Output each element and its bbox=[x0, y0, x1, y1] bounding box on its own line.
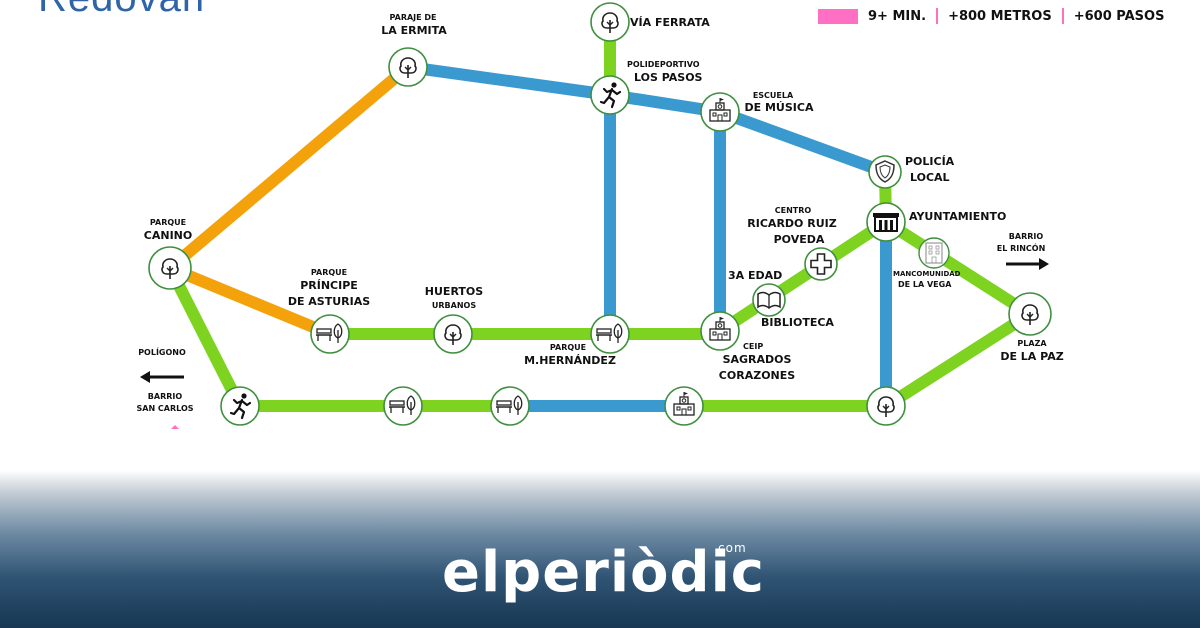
stop-huertos-urbanos[interactable] bbox=[433, 314, 473, 354]
brand-logo: elperiòdic bbox=[442, 540, 766, 605]
route-segments bbox=[164, 22, 1034, 412]
pink-marker-icon bbox=[171, 425, 179, 429]
label-centro-3: POVEDA bbox=[773, 233, 825, 246]
stop-nodes bbox=[148, 2, 1052, 426]
stop-parque-hernandez[interactable] bbox=[590, 314, 630, 354]
footer-banner bbox=[0, 470, 1200, 628]
stop-school-south[interactable] bbox=[664, 386, 704, 426]
stop-centro-ricardo-ruiz[interactable] bbox=[804, 247, 838, 281]
segment-orange bbox=[167, 262, 333, 340]
label-via-ferrata: VÍA FERRATA bbox=[630, 16, 710, 29]
stop-parque-canino[interactable] bbox=[148, 246, 192, 290]
stop-principe-asturias[interactable] bbox=[310, 314, 350, 354]
stop-policia-local[interactable] bbox=[868, 155, 902, 189]
page-title: Redován bbox=[38, 0, 205, 21]
label-poli-1: POLIDEPORTIVO bbox=[627, 60, 700, 69]
label-policia-1: POLICÍA bbox=[905, 155, 955, 168]
label-rincon-2: EL RINCÓN bbox=[996, 244, 1046, 253]
label-ceip-2: SAGRADOS bbox=[722, 353, 792, 366]
label-rincon-1: BARRIO bbox=[1008, 232, 1044, 241]
legend-separator bbox=[1061, 8, 1064, 24]
stop-escuela-musica[interactable] bbox=[700, 92, 740, 132]
label-poli-2: LOS PASOS bbox=[634, 71, 703, 84]
label-escuela-1: ESCUELA bbox=[752, 91, 794, 100]
label-huertos-2: URBANOS bbox=[431, 301, 477, 310]
label-sancarlos-1: BARRIO bbox=[147, 392, 183, 401]
label-principe-1: PARQUE bbox=[310, 268, 348, 277]
label-hernandez-1: PARQUE bbox=[549, 343, 587, 352]
stop-runner-south[interactable] bbox=[220, 386, 260, 426]
stop-polideportivo[interactable] bbox=[590, 75, 630, 115]
label-canino-1: PARQUE bbox=[149, 218, 187, 227]
stop-biblioteca[interactable] bbox=[752, 283, 786, 317]
label-canino-2: CANINO bbox=[143, 229, 193, 242]
label-paraje-2: LA ERMITA bbox=[381, 24, 447, 37]
label-principe-3: DE ASTURIAS bbox=[287, 295, 371, 308]
label-ceip-1: CEIP bbox=[743, 342, 764, 351]
legend-separator bbox=[936, 8, 939, 24]
stop-ceip-sagrados[interactable] bbox=[700, 311, 740, 351]
label-sancarlos-2: SAN CARLOS bbox=[136, 404, 194, 413]
label-plaza-2: DE LA PAZ bbox=[1000, 350, 1064, 363]
segment-green bbox=[716, 216, 890, 337]
label-ayuntamiento: AYUNTAMIENTO bbox=[909, 210, 1007, 223]
label-centro-2: RICARDO RUIZ bbox=[747, 217, 837, 230]
stop-bench-south-1[interactable] bbox=[383, 386, 423, 426]
stop-ayuntamiento[interactable] bbox=[866, 202, 906, 242]
legend-steps: +600 PASOS bbox=[1073, 8, 1165, 24]
stop-via-ferrata[interactable] bbox=[590, 2, 630, 42]
label-mancomunidad-2: DE LA VEGA bbox=[898, 280, 952, 289]
legend-swatch bbox=[818, 8, 858, 24]
stop-tree-south[interactable] bbox=[866, 386, 906, 426]
label-mancomunidad-1: MANCOMUNIDAD bbox=[893, 270, 961, 278]
segment-blue bbox=[407, 61, 611, 101]
label-plaza-1: PLAZA bbox=[1017, 339, 1047, 348]
label-huertos-1: HUERTOS bbox=[424, 285, 484, 298]
stop-mancomunidad[interactable] bbox=[918, 237, 950, 269]
label-poligono: POLÍGONO bbox=[138, 348, 186, 357]
label-ceip-3: CORAZONES bbox=[718, 369, 796, 382]
stop-paraje-ermita[interactable] bbox=[388, 47, 428, 87]
segment-blue bbox=[717, 106, 888, 178]
legend-distance: +800 METROS bbox=[948, 8, 1052, 24]
label-biblioteca: BIBLIOTECA bbox=[761, 316, 834, 329]
label-policia-2: LOCAL bbox=[910, 171, 950, 184]
label-principe-2: PRÍNCIPE bbox=[300, 279, 358, 292]
arrow-left-icon bbox=[140, 371, 184, 383]
route-map bbox=[140, 2, 1052, 429]
segment-green bbox=[882, 216, 1034, 320]
segment-green bbox=[164, 265, 246, 409]
label-centro-1: CENTRO bbox=[774, 206, 812, 215]
label-paraje-1: PARAJE DE bbox=[389, 13, 437, 22]
stop-bench-south-2[interactable] bbox=[490, 386, 530, 426]
legend-time: 9+ MIN. bbox=[868, 8, 927, 24]
stop-plaza-paz[interactable] bbox=[1008, 292, 1052, 336]
segment-orange bbox=[166, 62, 412, 273]
legend: 9+ MIN. +800 METROS +600 PASOS bbox=[818, 6, 1164, 26]
label-tercera-edad: 3A EDAD bbox=[728, 269, 783, 282]
brand-logo-suffix: com bbox=[718, 541, 747, 555]
label-hernandez-2: M.HERNÁNDEZ bbox=[524, 354, 616, 367]
segment-green bbox=[882, 308, 1034, 412]
arrow-right-icon bbox=[1006, 258, 1049, 270]
label-escuela-2: DE MÚSICA bbox=[744, 101, 814, 114]
